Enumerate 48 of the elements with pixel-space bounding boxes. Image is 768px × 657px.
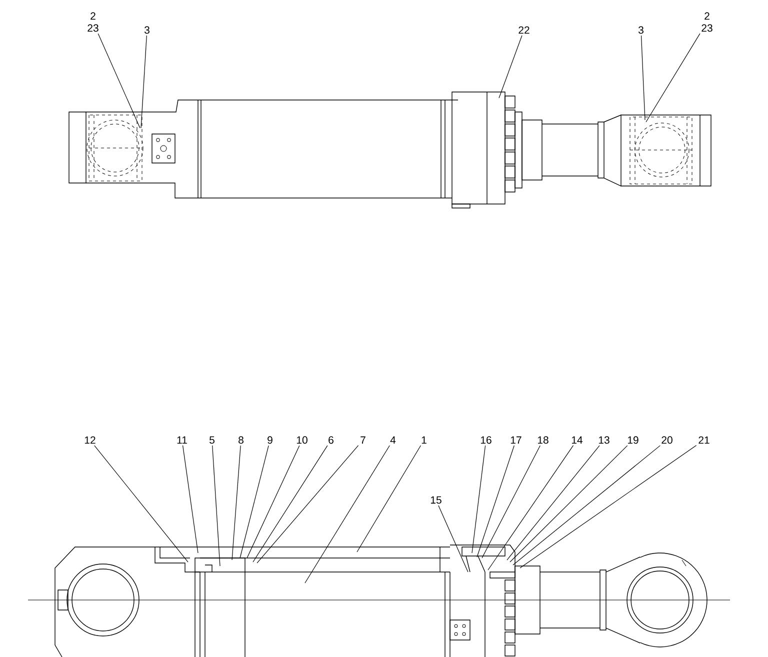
leader-line — [498, 35, 522, 98]
leader-line — [256, 445, 359, 564]
leader-line — [646, 33, 700, 122]
callout-number: 21 — [698, 436, 710, 444]
callout-number: 4 — [390, 436, 396, 444]
leader-line — [252, 445, 328, 562]
leader-line — [246, 445, 300, 558]
callout-number: 14 — [572, 436, 583, 444]
leader-line — [476, 445, 514, 558]
leader-line — [438, 505, 468, 572]
leader-line — [356, 445, 422, 552]
callout-number: 3 — [638, 26, 644, 34]
leader-line — [482, 445, 540, 558]
callout-number: 9 — [268, 436, 272, 444]
leader-line — [512, 445, 660, 566]
leader-line — [182, 445, 198, 554]
callout-number: 2 23 — [88, 12, 98, 32]
callout-number: 8 — [238, 436, 244, 444]
leader-line — [640, 35, 646, 120]
callout-number: 5 — [210, 436, 214, 444]
callout-number: 3 — [144, 26, 150, 34]
leader-line — [98, 33, 140, 128]
leader-line — [240, 445, 269, 558]
callout-number: 2 23 — [702, 12, 712, 32]
callout-number: 11 — [177, 436, 187, 444]
callout-number: 17 — [510, 436, 522, 444]
callout-number: 10 — [296, 436, 308, 444]
callout-number: 19 — [628, 436, 638, 444]
callout-number: 12 — [84, 436, 96, 444]
callout-number: 1 — [422, 436, 426, 444]
leader-line — [140, 35, 147, 128]
callout-number: 6 — [328, 436, 334, 444]
callout-number: 7 — [360, 436, 366, 444]
leader-line — [212, 445, 220, 566]
leader-line — [232, 445, 241, 560]
callout-number: 15 — [430, 496, 442, 504]
callout-number: 16 — [480, 436, 492, 444]
leader-line — [510, 445, 628, 562]
callout-number: 20 — [662, 436, 672, 444]
callout-number: 18 — [538, 436, 548, 444]
callout-number: 13 — [598, 436, 610, 444]
leader-line — [488, 445, 574, 570]
leader-line — [520, 445, 697, 568]
callout-number: 22 — [518, 26, 530, 34]
leader-line — [472, 445, 486, 554]
leader-line — [94, 445, 188, 562]
leader-line — [506, 445, 600, 560]
leader-line — [304, 445, 390, 584]
